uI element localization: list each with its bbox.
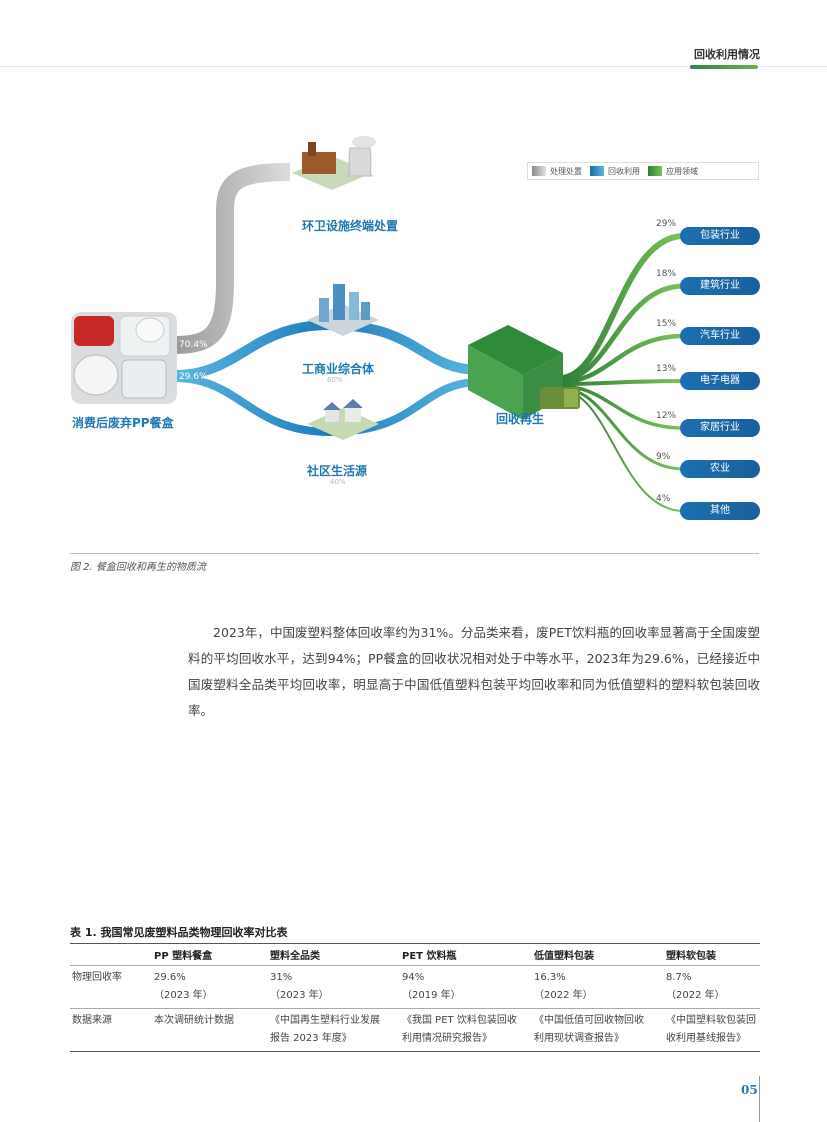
legend-label: 处理处置	[550, 166, 582, 176]
city-buildings-icon	[307, 284, 379, 336]
legend-label: 应用领域	[666, 166, 698, 176]
table-cell-sub: 利用现状调查报告》	[534, 1033, 624, 1044]
table-cell-main: 《中国塑料软包装回	[666, 1015, 756, 1026]
table-cell-sub: 利用情况研究报告》	[402, 1033, 492, 1044]
disposal-share-label: 70.4%	[179, 340, 208, 350]
section-title: 回收利用情况	[694, 48, 760, 61]
industry-flow-line	[559, 379, 685, 386]
table-cell-main: 8.7%	[666, 972, 692, 983]
industry-flow-line	[559, 233, 685, 381]
table-cell: 31% （2023 年）	[268, 965, 400, 1009]
table-cell: 《中国塑料软包装回收利用基线报告》	[664, 1008, 760, 1052]
table-cell-main: 31%	[270, 972, 293, 983]
table-cell-main: 《我国 PET 饮料包装回收	[402, 1015, 517, 1026]
disposal-node-label: 环卫设施终端处置	[302, 219, 399, 233]
table-header-cell: PET 饮料瓶	[400, 943, 532, 966]
table-cell: 《我国 PET 饮料包装回收利用情况研究报告》	[400, 1008, 532, 1052]
material-flow-figure: 处理处置 回收利用 应用领域 70.4% 29.6% 消费后废弃PP餐盒 环卫设…	[0, 120, 827, 560]
table-cell-sub: （2023 年）	[154, 990, 213, 1001]
legend-item-disposal: 处理处置	[532, 166, 582, 177]
page-number: 05	[741, 1083, 758, 1097]
flow-legend: 处理处置 回收利用 应用领域	[527, 162, 759, 180]
table-cell-sub: （2022 年）	[534, 990, 593, 1001]
table-header-cell: 低值塑料包装	[532, 943, 664, 966]
power-plant-icon	[292, 136, 376, 190]
table-cell-sub: （2023 年）	[270, 990, 329, 1001]
industrial-node-label: 工商业综合体	[302, 362, 375, 376]
industry-pill: 汽车行业	[680, 327, 760, 345]
community-node-label: 社区生活源	[307, 464, 368, 478]
table-cell: 《中国再生塑料行业发展报告 2023 年度》	[268, 1008, 400, 1052]
legend-item-recycle: 回收利用	[590, 166, 640, 177]
table-cell-main: 《中国再生塑料行业发展	[270, 1015, 380, 1026]
table-cell-main: 29.6%	[154, 972, 186, 983]
table-row: 数据来源本次调研统计数据《中国再生塑料行业发展报告 2023 年度》《我国 PE…	[70, 1008, 760, 1052]
industry-percent: 12%	[656, 411, 677, 421]
industry-pill: 家居行业	[680, 419, 760, 437]
legend-swatch-blue	[590, 166, 604, 176]
recycle-node-label: 回收再生	[496, 412, 545, 426]
table-cell-main: 《中国低值可回收物回收	[534, 1015, 644, 1026]
community-houses-icon	[307, 399, 379, 440]
industry-percent: 9%	[656, 452, 671, 462]
table-cell: 29.6% （2023 年）	[152, 965, 268, 1009]
page-number-bar	[759, 1076, 760, 1122]
industry-percent: 4%	[656, 494, 671, 504]
recycling-rate-table: PP 塑料餐盒 塑料全品类 PET 饮料瓶 低值塑料包装 塑料软包装 物理回收率…	[70, 943, 760, 1052]
industry-percent: 15%	[656, 319, 677, 329]
table-header-cell	[70, 943, 152, 966]
table-cell-sub: （2019 年）	[402, 990, 461, 1001]
recycling-plant-icon	[468, 325, 580, 420]
table-header-cell: 塑料全品类	[268, 943, 400, 966]
table-cell-main: 16.3%	[534, 972, 566, 983]
industry-pill: 其他	[680, 502, 760, 520]
table-header-cell: 塑料软包装	[664, 943, 760, 966]
header-divider	[0, 66, 827, 67]
figure-caption: 图 2. 餐盒回收和再生的物质流	[70, 562, 206, 573]
figure-rule	[70, 553, 759, 554]
industry-pill: 农业	[680, 460, 760, 478]
industrial-node-share: 60%	[327, 376, 343, 384]
legend-label: 回收利用	[608, 166, 640, 176]
legend-swatch-gray	[532, 166, 546, 176]
industry-flow-line	[559, 333, 685, 385]
table-title: 表 1. 我国常见废塑料品类物理回收率对比表	[70, 926, 288, 939]
source-node-label: 消费后废弃PP餐盒	[72, 416, 174, 430]
table-cell: 《中国低值可回收物回收利用现状调查报告》	[532, 1008, 664, 1052]
table-header-row: PP 塑料餐盒 塑料全品类 PET 饮料瓶 低值塑料包装 塑料软包装	[70, 943, 760, 966]
recycle-share-label: 29.6%	[179, 372, 208, 382]
flow-to-disposal	[174, 163, 291, 354]
body-paragraph: 2023年，中国废塑料整体回收率约为31%。分品类来看，废PET饮料瓶的回收率显…	[188, 625, 760, 718]
table-cell-sub: （2022 年）	[666, 990, 725, 1001]
header-accent-bar	[690, 65, 758, 69]
industry-pill: 包装行业	[680, 227, 760, 245]
table-cell: 16.3% （2022 年）	[532, 965, 664, 1009]
table-cell: 94% （2019 年）	[400, 965, 532, 1009]
table-header-cell: PP 塑料餐盒	[152, 943, 268, 966]
industry-flow-line	[559, 283, 685, 383]
industry-percent: 13%	[656, 364, 677, 374]
table-cell: 本次调研统计数据	[152, 1008, 268, 1052]
industry-pill: 建筑行业	[680, 277, 760, 295]
table-row-label: 数据来源	[70, 1008, 152, 1052]
community-node-share: 40%	[330, 478, 346, 486]
table-cell: 8.7% （2022 年）	[664, 965, 760, 1009]
pp-container-image	[71, 312, 177, 404]
table-cell-main: 本次调研统计数据	[154, 1015, 234, 1026]
industry-percent: 29%	[656, 219, 677, 229]
flow-diagram	[71, 136, 685, 512]
industry-pill: 电子电器	[680, 372, 760, 390]
industry-percent: 18%	[656, 269, 677, 279]
legend-item-application: 应用领域	[648, 166, 698, 177]
table-cell-sub: 报告 2023 年度》	[270, 1033, 352, 1044]
table-row-label: 物理回收率	[70, 965, 152, 1009]
legend-swatch-green	[648, 166, 662, 176]
table-cell-sub: 收利用基线报告》	[666, 1033, 746, 1044]
table-cell-main: 94%	[402, 972, 425, 983]
